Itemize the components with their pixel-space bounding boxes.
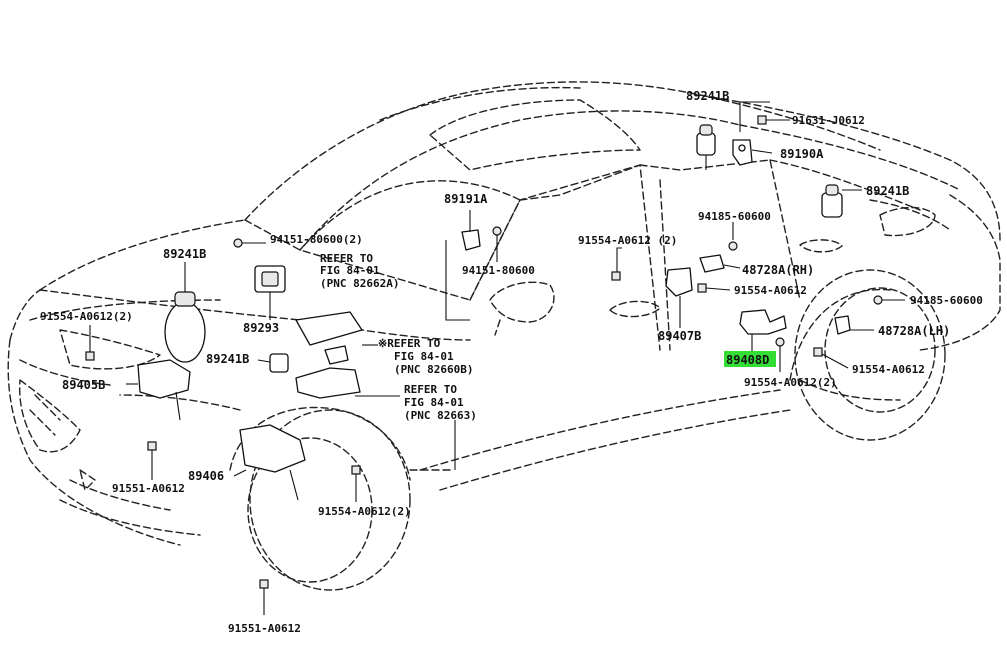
label-89408D: 89408D: [726, 353, 769, 367]
label-48728A-LH: 48728A(LH): [878, 324, 950, 338]
car-body-outline: [7, 81, 1001, 591]
ref3-line2: FIG 84-01: [404, 396, 464, 409]
ref1-line1: REFER TO: [320, 252, 373, 265]
ref1-line3: (PNC 82662A): [320, 277, 399, 290]
bracket-icon: [813, 295, 883, 357]
label-89241B-front: 89241B: [163, 247, 206, 261]
ecu-icon: [233, 238, 286, 293]
ref1-line2: FIG 84-01: [320, 264, 380, 277]
bracket-icon: [295, 367, 361, 399]
height-sensor-icon: [821, 184, 843, 218]
ref3-line3: (PNC 82663): [404, 409, 477, 422]
height-sensor-icon: [269, 353, 289, 373]
label-94151-80600-2: 94151-80600(2): [270, 233, 363, 246]
height-sensor-icon: [164, 291, 206, 363]
bracket-icon: [699, 254, 725, 273]
part-labels: 89241B 91631-J0612 89190A 89241B 94185-6…: [40, 89, 983, 635]
label-89241B-top: 89241B: [686, 89, 729, 103]
label-91551-A0612-a: 91551-A0612: [112, 482, 185, 495]
highlight-89408D: [724, 351, 776, 367]
label-91554-A0612-c: 91554-A0612: [852, 363, 925, 376]
label-91631-J0612: 91631-J0612: [792, 114, 865, 127]
label-89407B: 89407B: [658, 329, 701, 343]
bolt-icon: [611, 271, 621, 281]
label-91554-A0612-2-f: 91554-A0612(2): [318, 505, 411, 518]
label-91554-A0612-2-d: 91554-A0612(2): [744, 376, 837, 389]
bolt-icon: [757, 115, 767, 125]
label-48728A-RH: 48728A(RH): [742, 263, 814, 277]
label-89241B-mid: 89241B: [206, 352, 249, 366]
label-89191A: 89191A: [444, 192, 488, 206]
height-sensor-icon: [147, 424, 361, 589]
height-sensor-icon: [696, 124, 716, 170]
label-94185-60600-a: 94185-60600: [698, 210, 771, 223]
label-91554-A0612-b: 91554-A0612: [734, 284, 807, 297]
label-91554-A0612-2-e: 91554-A0612(2): [40, 310, 133, 323]
label-91554-A0612-2-a: 91554-A0612 (2): [578, 234, 677, 247]
label-89241B-rear: 89241B: [866, 184, 909, 198]
label-89293: 89293: [243, 321, 279, 335]
ref2-line1: ※REFER TO: [378, 337, 441, 350]
label-94185-60600-b: 94185-60600: [910, 294, 983, 307]
label-89190A: 89190A: [780, 147, 824, 161]
label-91551-A0612-b: 91551-A0612: [228, 622, 301, 635]
ref2-line3: (PNC 82660B): [394, 363, 473, 376]
height-sensor-icon: [739, 309, 787, 352]
leader-lines: [89, 101, 905, 615]
label-89405B: 89405B: [62, 378, 105, 392]
nut-icon: [728, 241, 738, 251]
height-sensor-icon: [461, 226, 502, 251]
label-94151-80600-a: 94151-80600: [462, 264, 535, 277]
bracket-icon: [732, 139, 753, 166]
label-89406: 89406: [188, 469, 224, 483]
bracket-icon: [295, 311, 363, 365]
height-sensor-icon: [665, 267, 707, 328]
height-sensor-icon: [85, 351, 191, 421]
ref3-line1: REFER TO: [404, 383, 457, 396]
ref2-line2: FIG 84-01: [394, 350, 454, 363]
